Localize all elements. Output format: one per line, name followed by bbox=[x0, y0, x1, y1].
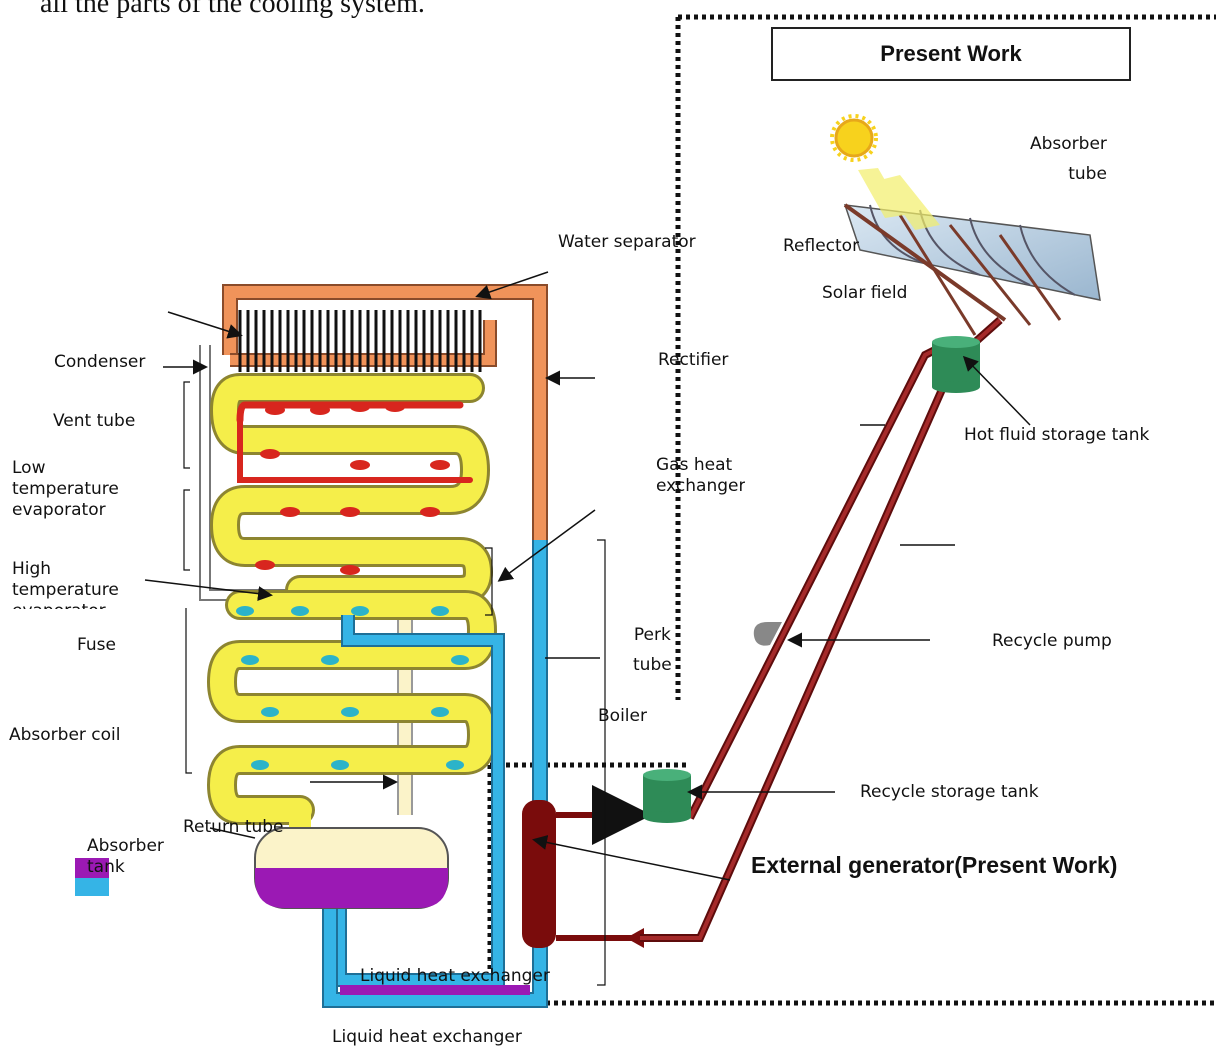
label-recycle-storage-tank: Recycle storage tank bbox=[860, 782, 1039, 803]
label-reflector: Reflector bbox=[783, 236, 859, 254]
label-rectifier: Rectifier bbox=[658, 350, 728, 371]
label-liquid-heat-exchanger-inner: Liquid heat exchanger bbox=[360, 966, 550, 987]
label-water-separator: Water separator bbox=[558, 232, 696, 253]
label-high-temperature-evaporator: High temperature evaporator bbox=[12, 559, 119, 609]
absorber-tank bbox=[255, 828, 448, 908]
external-generator-title: External generator(Present Work) bbox=[751, 852, 1117, 879]
recycle-storage-tank bbox=[643, 769, 691, 823]
label-absorber-tank: Absorber tank bbox=[87, 836, 164, 878]
label-hot-fluid-storage-tank: Hot fluid storage tank bbox=[964, 425, 1149, 446]
label-boiler: Boiler bbox=[598, 706, 647, 727]
label-liquid-heat-exchanger: Liquid heat exchanger bbox=[332, 1027, 522, 1048]
hot-fluid-storage-tank bbox=[932, 336, 980, 393]
label-perk-tube: Perk tube bbox=[633, 620, 672, 680]
label-low-temperature-evaporator: Low temperature evaporator bbox=[12, 458, 119, 521]
sun-icon bbox=[832, 116, 876, 160]
label-fuse: Fuse bbox=[77, 635, 116, 656]
label-absorber-tube: Absorber tube bbox=[1030, 129, 1107, 189]
legend-swatch-blue bbox=[75, 878, 109, 896]
label-recycle-pump: Recycle pump bbox=[992, 631, 1112, 652]
label-vent-tube: Vent tube bbox=[53, 411, 135, 432]
present-work-box: Present Work bbox=[771, 27, 1131, 81]
label-solar-field: Solar field bbox=[822, 283, 907, 304]
external-generator bbox=[522, 800, 644, 948]
label-absorber-coil: Absorber coil bbox=[9, 725, 121, 746]
label-gas-heat-exchanger: Gas heat exchanger bbox=[656, 455, 745, 502]
label-condenser: Condenser bbox=[54, 352, 145, 373]
hot-fluid-pipes bbox=[640, 320, 1000, 938]
solar-field bbox=[845, 168, 1100, 335]
label-return-tube: Return tube bbox=[183, 817, 284, 838]
